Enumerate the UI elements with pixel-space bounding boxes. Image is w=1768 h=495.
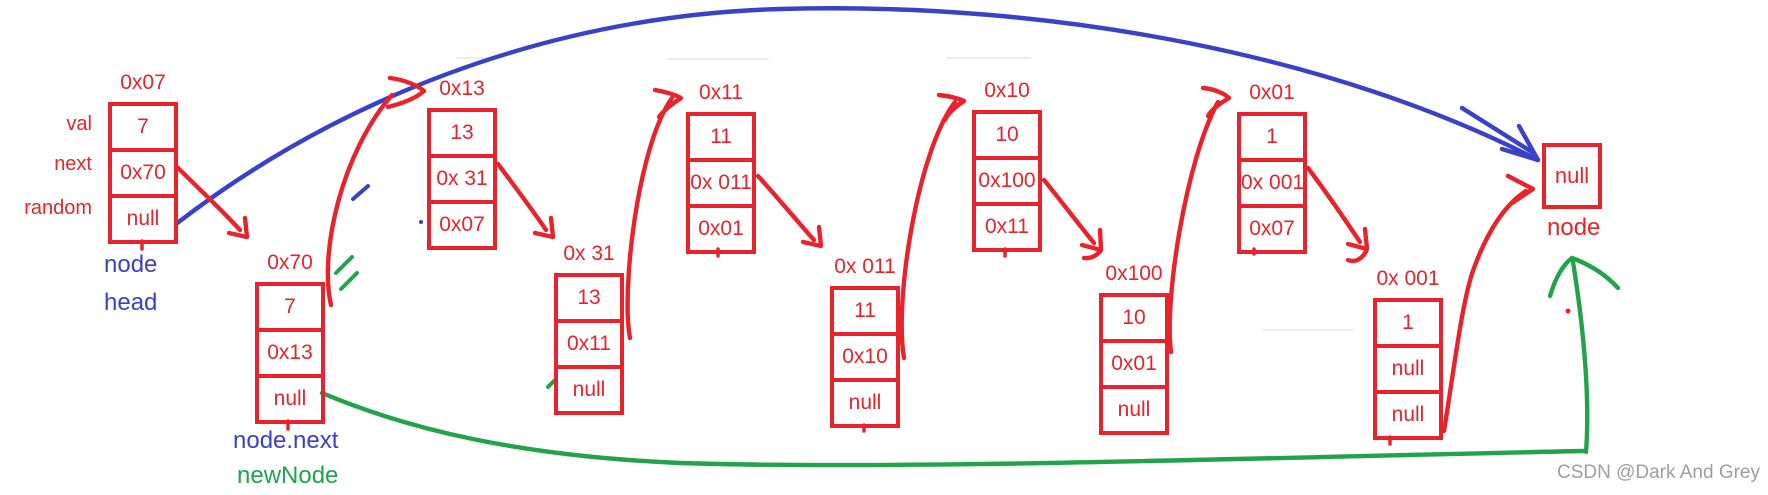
- arrow-0x001-null: [1441, 188, 1529, 434]
- arrow-0x13-0x31: [495, 161, 549, 233]
- node-next-cell: 0x 31: [431, 154, 493, 200]
- node-box: 13 0x11 null: [554, 273, 624, 415]
- node-0x70: 0x70 7 0x13 null: [255, 251, 325, 424]
- node-random-cell: null: [259, 374, 321, 420]
- node-0x07: 0x07 7 0x70 null: [108, 71, 178, 244]
- node-0x001: 0x 001 1 null null: [1373, 267, 1443, 440]
- label-head: head: [104, 289, 158, 316]
- node-0x13: 0x13 13 0x 31 0x07: [427, 77, 497, 250]
- blue-dot: [419, 220, 423, 224]
- node-val-cell: 1: [1266, 125, 1278, 148]
- node-val-cell: 13: [577, 286, 601, 309]
- arrow-0x07-0x70: [173, 163, 243, 233]
- node-random-cell: null: [1377, 390, 1439, 436]
- node-random-cell: 0x07: [1241, 204, 1303, 250]
- node-next-cell: 0x100: [976, 156, 1038, 202]
- node-box: 1 0x 001 0x07: [1237, 112, 1307, 254]
- node-val-cell: 7: [284, 295, 296, 318]
- node-0x31: 0x 31 13 0x11 null: [554, 242, 624, 415]
- node-address: 0x 31: [563, 242, 615, 265]
- node-random-cell: 0x01: [690, 204, 752, 250]
- node-next-cell: 0x 011: [690, 158, 752, 204]
- node-next-cell: 0x13: [259, 328, 321, 374]
- field-label-random: random: [24, 197, 92, 219]
- arrow-0x011-0x10: [899, 99, 958, 361]
- node-val-cell: 1: [1402, 311, 1414, 334]
- node-0x100: 0x100 10 0x01 null: [1099, 262, 1169, 435]
- blue-tick-mark: [351, 184, 370, 201]
- node-next-cell: 0x70: [112, 148, 174, 194]
- node-address: 0x11: [699, 81, 743, 104]
- node-box: 11 0x10 null: [830, 286, 900, 428]
- node-address: 0x10: [984, 79, 1030, 102]
- green-hash-marks: [334, 255, 558, 389]
- node-address: 0x 001: [1376, 267, 1440, 290]
- node-address: 0x100: [1105, 262, 1163, 285]
- field-label-next: next: [54, 153, 92, 175]
- node-next-cell: null: [1377, 344, 1439, 390]
- watermark: CSDN @Dark And Grey: [1556, 462, 1760, 483]
- arrow-0x01-0x001: [1305, 165, 1363, 245]
- arrow-0x11-0x011: [755, 173, 817, 243]
- node-0x10: 0x10 10 0x100 0x11: [972, 79, 1042, 252]
- label-tail-node: node: [1547, 214, 1601, 241]
- node-address: 0x70: [267, 251, 313, 274]
- node-random-cell: null: [558, 365, 620, 411]
- node-box: 1 null null: [1373, 298, 1443, 440]
- node-val-cell: 10: [995, 123, 1019, 146]
- node-box: 11 0x 011 0x01: [686, 112, 756, 254]
- node-next-cell: 0x 001: [1241, 158, 1304, 204]
- node-next-cell: 0x11: [558, 319, 620, 365]
- arrow-0x100-0x01: [1167, 99, 1221, 355]
- node-0x01: 0x01 1 0x 001 0x07: [1237, 81, 1307, 254]
- arrow-0x31-0x11: [625, 95, 675, 341]
- node-address: 0x13: [439, 77, 485, 100]
- node-random-cell: null: [834, 378, 896, 424]
- node-random-cell: null: [1103, 385, 1165, 431]
- null-terminator-box: null: [1542, 143, 1602, 209]
- node-next-cell: 0x01: [1103, 339, 1165, 385]
- node-val-cell: 13: [450, 121, 474, 144]
- node-random-cell: 0x11: [976, 202, 1038, 248]
- node-box: 7 0x70 null: [108, 102, 178, 244]
- node-random-cell: null: [112, 194, 174, 240]
- node-val-cell: 10: [1122, 306, 1146, 329]
- label-node: node: [104, 251, 158, 278]
- node-random-cell: 0x07: [431, 200, 493, 246]
- label-node-next: node.next: [233, 427, 339, 454]
- node-0x011: 0x 011 11 0x10 null: [830, 255, 900, 428]
- node-0x11: 0x11 11 0x 011 0x01: [686, 81, 756, 254]
- node-address: 0x01: [1249, 81, 1295, 104]
- node-address: 0x07: [120, 71, 166, 94]
- arrow-0x10-0x100: [1041, 177, 1097, 246]
- label-newnode: newNode: [237, 462, 339, 489]
- node-box: 10 0x100 0x11: [972, 110, 1042, 252]
- red-dot: [1565, 308, 1571, 314]
- node-next-cell: 0x10: [834, 332, 896, 378]
- node-val-cell: 11: [854, 299, 876, 322]
- random-null-arrow-blue: [173, 6, 1541, 227]
- node-box: 7 0x13 null: [255, 282, 325, 424]
- node-address: 0x 011: [834, 255, 896, 278]
- node-val-cell: 11: [710, 125, 732, 148]
- node-val-cell: 7: [137, 115, 149, 138]
- node-box: 13 0x 31 0x07: [427, 108, 497, 250]
- field-label-val: val: [66, 113, 92, 135]
- node-box: 10 0x01 null: [1099, 293, 1169, 435]
